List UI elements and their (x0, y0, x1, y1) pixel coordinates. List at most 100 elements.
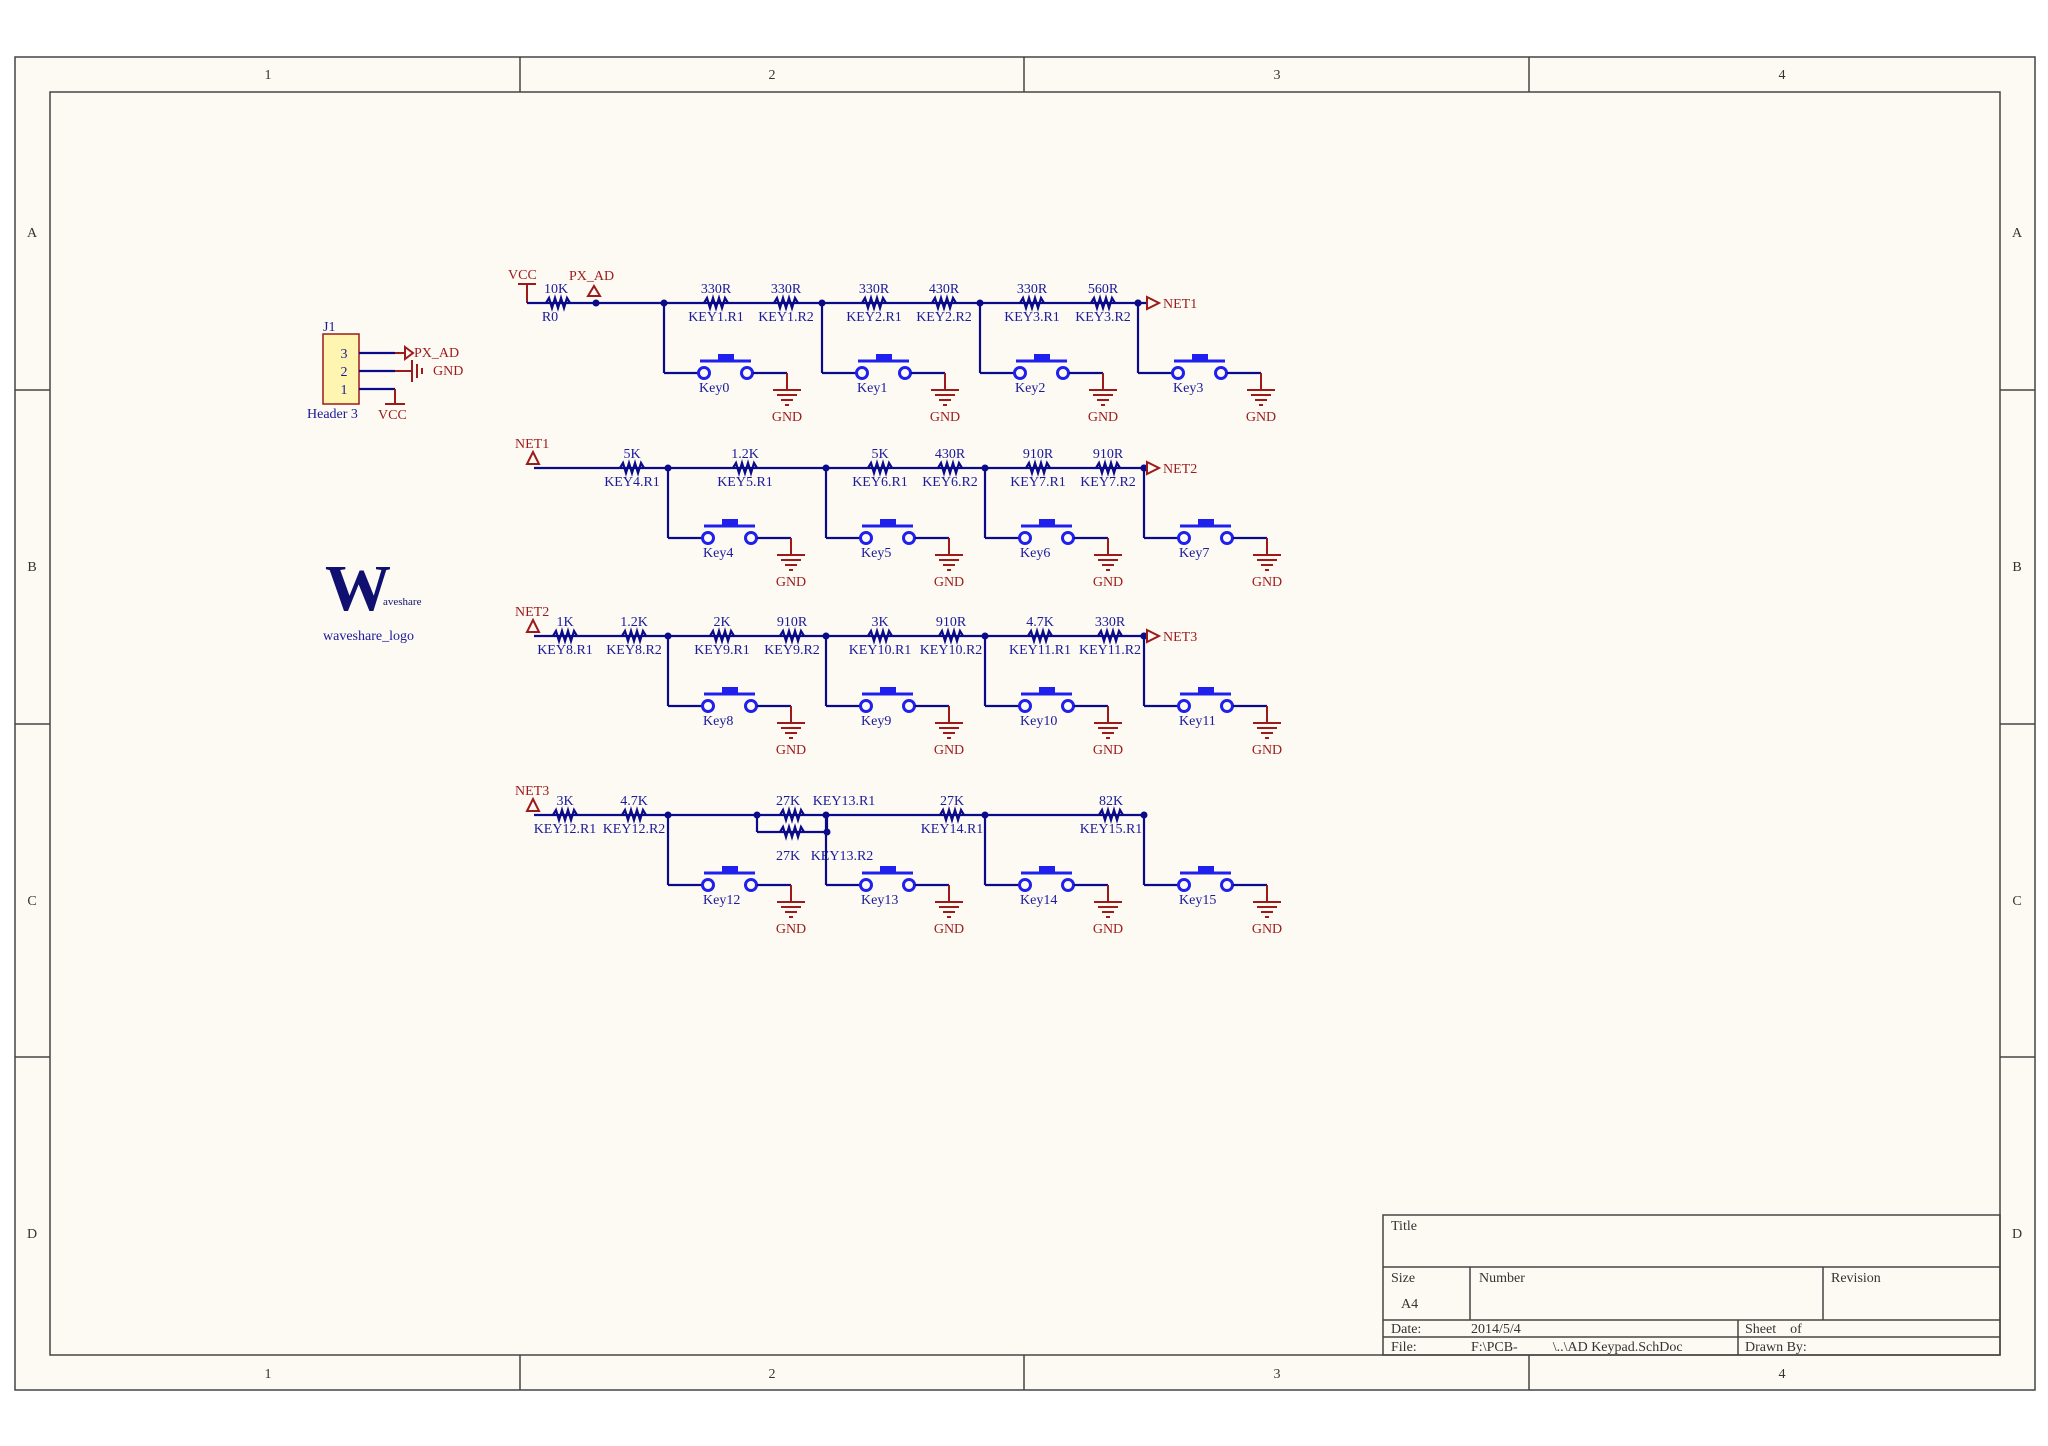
resistor-designator: KEY4.R1 (604, 475, 660, 490)
resistor-symbol (1025, 459, 1051, 477)
resistor-symbol (939, 806, 965, 824)
switch-contact (859, 531, 873, 545)
switch-contact (740, 366, 754, 380)
resistor-value: 2K (713, 615, 730, 630)
key-label: Key7 (1179, 546, 1209, 561)
resistor-designator: KEY11.R1 (1009, 643, 1071, 658)
port-arrow-icon (525, 449, 541, 465)
resistor-designator: KEY7.R1 (1010, 475, 1066, 490)
switch-contact (1177, 878, 1191, 892)
resistor-value: 4.7K (620, 794, 648, 809)
resistor-designator: KEY14.R1 (921, 822, 984, 837)
header-net-label: PX_AD (414, 346, 459, 361)
switch-button (1039, 519, 1055, 526)
net-label: NET2 (1163, 462, 1197, 477)
frame-column-label: 3 (1274, 1367, 1281, 1382)
switch-button (722, 866, 738, 873)
port-arrow-icon (1146, 628, 1162, 644)
switch-contact (902, 878, 916, 892)
resistor-value: 1.2K (731, 447, 759, 462)
header-designator: J1 (323, 320, 335, 335)
switch-button (1034, 354, 1050, 361)
resistor-designator: KEY12.R1 (534, 822, 597, 837)
port-arrow-icon (404, 345, 415, 361)
sheet-label: Sheet of (1745, 1322, 1802, 1337)
file-value: F:\PCB- \..\AD Keypad.SchDoc (1471, 1340, 1683, 1355)
resistor-symbol (779, 627, 805, 645)
resistor-designator: KEY3.R1 (1004, 310, 1060, 325)
switch-contact (1013, 366, 1027, 380)
resistor-symbol (1090, 294, 1116, 312)
frame-column-label: 3 (1274, 68, 1281, 83)
resistor-symbol (621, 806, 647, 824)
revision-label: Revision (1831, 1271, 1881, 1286)
resistor-symbol (779, 806, 805, 824)
switch-contact (902, 531, 916, 545)
resistor-value: 27K (776, 849, 800, 864)
logo-letter: W (325, 552, 391, 625)
ground-label: GND (772, 410, 802, 425)
title-block: Title Size A4 Number Revision Date: 2014… (1382, 1214, 2001, 1356)
resistor-designator: KEY13.R2 (811, 849, 874, 864)
switch-contact (697, 366, 711, 380)
resistor-value: 5K (623, 447, 640, 462)
ground-label: GND (1093, 743, 1123, 758)
switch-contact (1061, 878, 1075, 892)
resistor-designator: KEY8.R2 (606, 643, 662, 658)
key-label: Key8 (703, 714, 733, 729)
resistor-designator: KEY3.R2 (1075, 310, 1131, 325)
switch-contact (902, 699, 916, 713)
header-pin-number: 3 (341, 347, 348, 362)
ground-label: GND (934, 743, 964, 758)
switch-contact (898, 366, 912, 380)
frame-column-label: 1 (265, 68, 272, 83)
header-pin-number: 2 (341, 365, 348, 380)
switch-button (1198, 687, 1214, 694)
port-arrow-icon (1146, 295, 1162, 311)
port-arrow-icon (525, 796, 541, 812)
ground-label: GND (934, 922, 964, 937)
switch-contact (1171, 366, 1185, 380)
switch-contact (1177, 699, 1191, 713)
frame-row-label: B (2012, 560, 2021, 575)
resistor-value: 27K (776, 794, 800, 809)
key-label: Key14 (1020, 893, 1057, 908)
ground-label: GND (1093, 922, 1123, 937)
resistor-symbol (619, 459, 645, 477)
resistor-designator: KEY7.R2 (1080, 475, 1136, 490)
switch-contact (859, 878, 873, 892)
resistor-value: 5K (871, 447, 888, 462)
resistor-designator: KEY2.R2 (916, 310, 972, 325)
switch-contact (701, 699, 715, 713)
switch-contact (1061, 531, 1075, 545)
input-net-label: VCC (508, 268, 537, 283)
resistor-value: 27K (940, 794, 964, 809)
resistor-symbol (1095, 459, 1121, 477)
key-label: Key13 (861, 893, 898, 908)
switch-button (880, 866, 896, 873)
resistor-value: 560R (1088, 282, 1119, 297)
resistor-symbol (1027, 627, 1053, 645)
size-label: Size (1391, 1271, 1415, 1286)
key-label: Key9 (861, 714, 891, 729)
net-label: NET1 (515, 437, 549, 452)
ground-label: GND (1252, 743, 1282, 758)
switch-contact (1214, 366, 1228, 380)
resistor-value: 330R (1017, 282, 1048, 297)
resistor-symbol (931, 294, 957, 312)
resistor-designator: R0 (542, 310, 558, 325)
key-label: Key0 (699, 381, 729, 396)
drawn-by-label: Drawn By: (1745, 1340, 1807, 1355)
resistor-designator: KEY2.R1 (846, 310, 902, 325)
junction-dot (1140, 464, 1148, 472)
switch-button (1198, 866, 1214, 873)
frame-column-label: 1 (265, 1367, 272, 1382)
switch-contact (1220, 699, 1234, 713)
junction-dot (1140, 632, 1148, 640)
switch-contact (1220, 878, 1234, 892)
resistor-symbol (709, 627, 735, 645)
junction-dot (1134, 299, 1142, 307)
